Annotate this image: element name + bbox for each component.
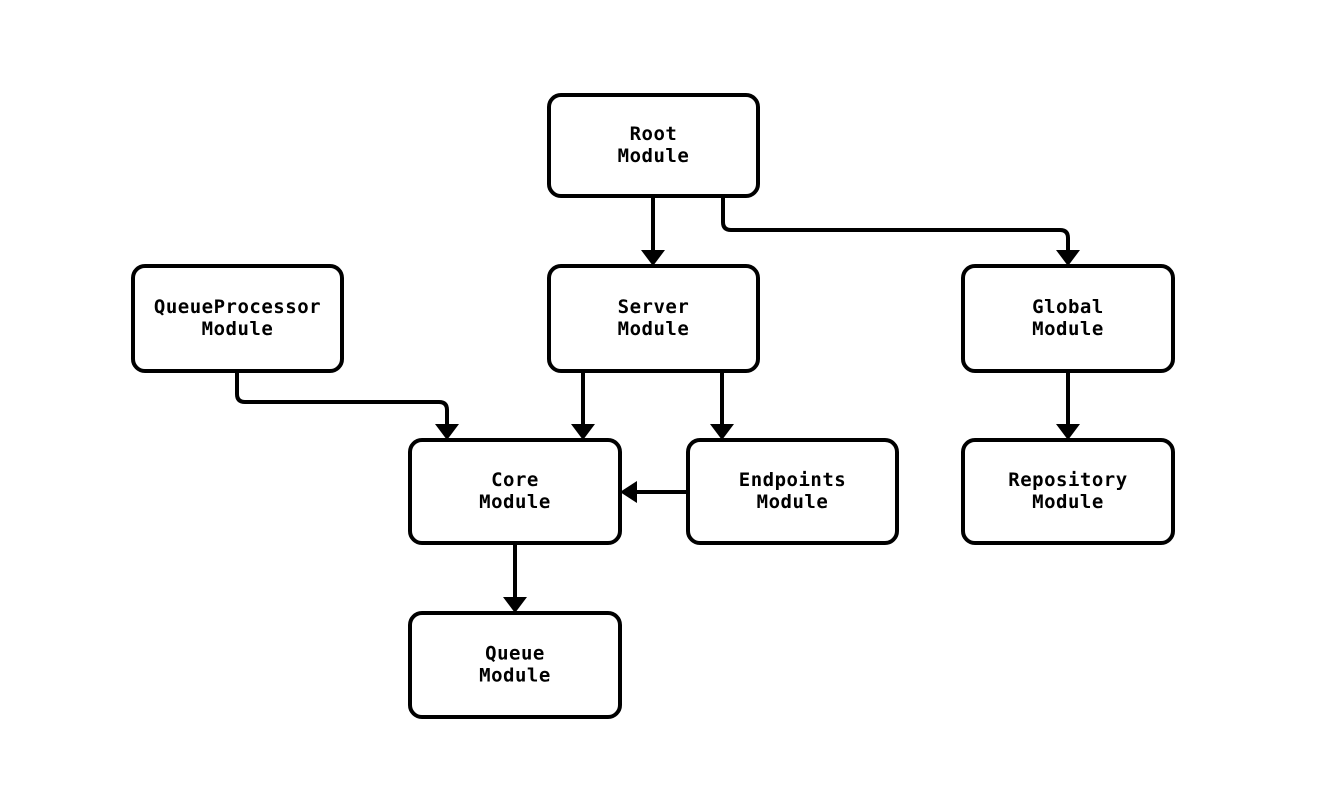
nodes-layer: RootModuleQueueProcessorModuleServerModu… — [131, 93, 1175, 719]
edge-server-to-endpoints — [710, 371, 734, 440]
arrow-head-icon — [571, 424, 595, 440]
node-box[interactable] — [131, 264, 344, 373]
node-label-line2: Module — [479, 665, 551, 687]
edge-line — [235, 371, 449, 426]
node-label-line2: Module — [1032, 491, 1104, 513]
node-label-line2: Module — [618, 145, 690, 167]
node-box[interactable] — [547, 264, 760, 373]
node-label-line1: Endpoints — [739, 469, 846, 491]
arrow-head-icon — [710, 424, 734, 440]
node-label-line2: Module — [202, 318, 274, 340]
node-label-line1: Queue — [485, 643, 545, 665]
edge-root-to-global — [721, 196, 1080, 266]
node-box[interactable] — [961, 438, 1175, 545]
edge-queueprocessor-to-core — [235, 371, 459, 440]
edges-layer — [235, 196, 1080, 613]
edge-endpoints-to-core — [620, 481, 688, 503]
edge-root-to-server — [641, 196, 665, 266]
node-label-line2: Module — [479, 491, 551, 513]
node-box[interactable] — [547, 93, 760, 198]
arrow-head-icon — [503, 597, 527, 613]
node-label-line1: Root — [630, 123, 678, 145]
edge-line — [721, 196, 1070, 252]
arrow-head-icon — [641, 250, 665, 266]
arrow-head-icon — [435, 424, 459, 440]
node-label-line1: Repository — [1008, 469, 1127, 491]
arrow-head-icon — [1056, 424, 1080, 440]
edge-core-to-queue — [503, 543, 527, 613]
node-box[interactable] — [686, 438, 899, 545]
node-label-line1: QueueProcessor — [154, 296, 321, 318]
node-label-line2: Module — [618, 318, 690, 340]
node-label-line1: Global — [1032, 296, 1104, 318]
edge-server-to-core — [571, 371, 595, 440]
node-label-line1: Server — [618, 296, 690, 318]
node-box[interactable] — [961, 264, 1175, 373]
edge-global-to-repository — [1056, 371, 1080, 440]
node-label-line2: Module — [757, 491, 829, 513]
node-box[interactable] — [408, 438, 622, 545]
node-box[interactable] — [408, 611, 622, 719]
arrow-head-icon — [620, 481, 637, 503]
node-label-line1: Core — [491, 469, 539, 491]
node-label-line2: Module — [1032, 318, 1104, 340]
arrow-head-icon — [1056, 250, 1080, 266]
